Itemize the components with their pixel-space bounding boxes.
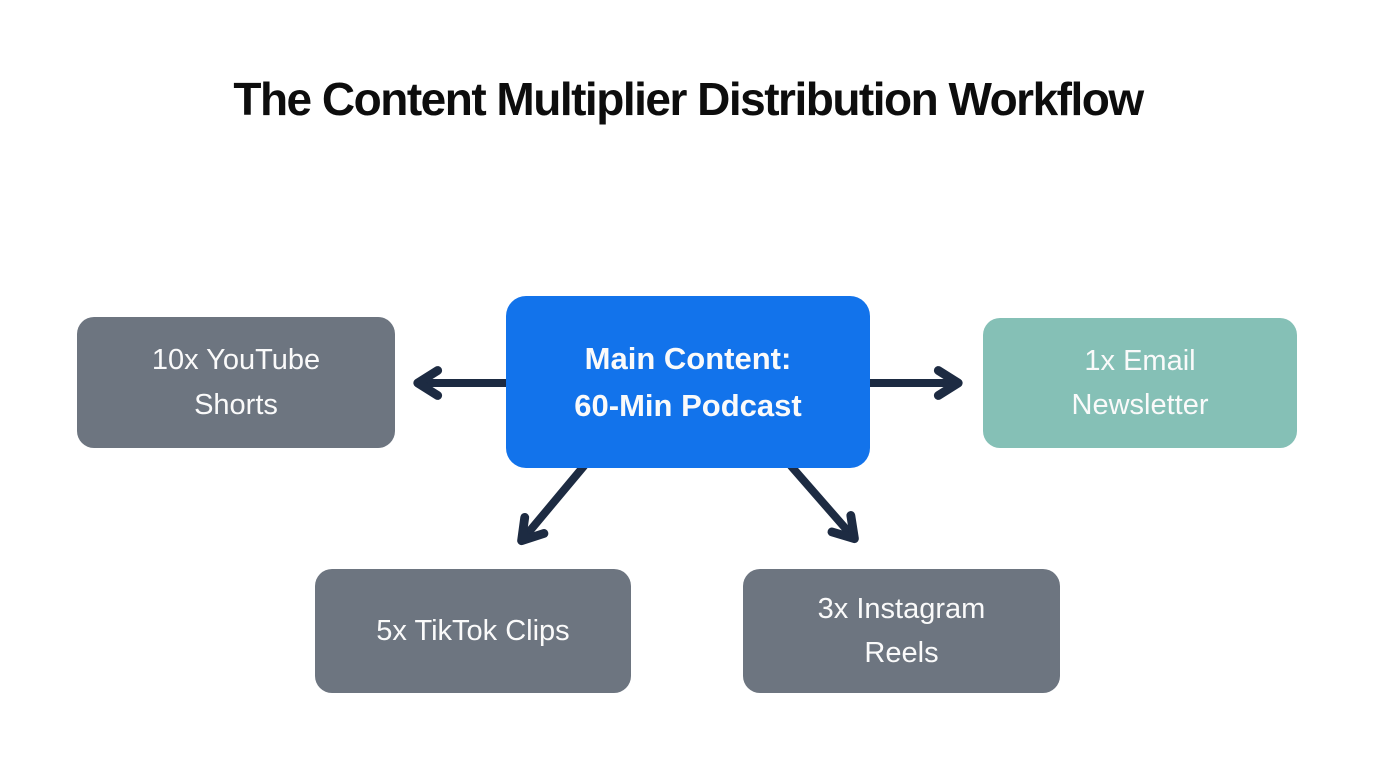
node-main-content-line2: 60-Min Podcast [574, 388, 802, 423]
node-main-content: Main Content: 60-Min Podcast [506, 296, 870, 468]
arrow-to-tiktok-clips [517, 462, 588, 546]
arrow-to-instagram-reels [787, 462, 859, 544]
node-email-newsletter: 1x Email Newsletter [983, 318, 1297, 448]
node-youtube-shorts: 10x YouTube Shorts [77, 317, 395, 448]
node-instagram-reels-line1: 3x Instagram [817, 592, 986, 625]
node-youtube-shorts-line2: Shorts [194, 388, 278, 421]
node-email-newsletter-line2: Newsletter [1071, 389, 1209, 421]
node-tiktok-clips: 5x TikTok Clips [315, 569, 631, 693]
node-tiktok-clips-line1: 5x TikTok Clips [376, 614, 570, 647]
node-youtube-shorts-line1: 10x YouTube [151, 344, 321, 377]
node-instagram-reels-line2: Reels [864, 637, 939, 669]
page-title: The Content Multiplier Distribution Work… [233, 73, 1144, 125]
node-main-content-line1: Main Content: [584, 340, 792, 376]
node-email-newsletter-line1: 1x Email [1084, 344, 1196, 377]
node-instagram-reels: 3x Instagram Reels [743, 569, 1060, 693]
